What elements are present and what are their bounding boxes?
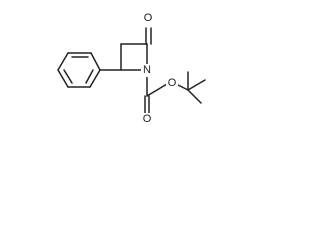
tertbutyl-methyl-2 — [187, 79, 206, 91]
carbamate-carbonyl-oxygen-label-bg — [141, 113, 153, 126]
chemical-structure-diagram: O N O O — [0, 0, 219, 134]
phenyl-bond-3 — [89, 69, 101, 88]
tertbutyl-methyl-3 — [187, 89, 202, 104]
tert-butyl-group — [187, 71, 206, 104]
ester-oxygen-label-bg — [166, 77, 178, 90]
phenyl-bond-5 — [57, 69, 69, 88]
azetidine-ring — [120, 43, 148, 71]
ester-oxygen-label: O — [168, 77, 177, 89]
ketone-oxygen-label: O — [144, 12, 153, 24]
phenyl-double-bond-2 — [85, 69, 94, 84]
ring-nitrogen-label: N — [143, 64, 151, 76]
carbamate-carbonyl-oxygen-label: O — [143, 113, 152, 125]
carbamate-to-ester-oxygen-bond — [146, 83, 168, 97]
phenyl-bond-2 — [90, 52, 101, 71]
diagram-background — [0, 0, 219, 134]
ketone-oxygen-label-bg — [142, 12, 154, 25]
phenyl-ring — [57, 52, 101, 88]
ring-nitrogen-label-bg — [141, 64, 153, 77]
phenyl-double-bond-3 — [63, 69, 73, 84]
phenyl-bond-6 — [57, 52, 69, 71]
